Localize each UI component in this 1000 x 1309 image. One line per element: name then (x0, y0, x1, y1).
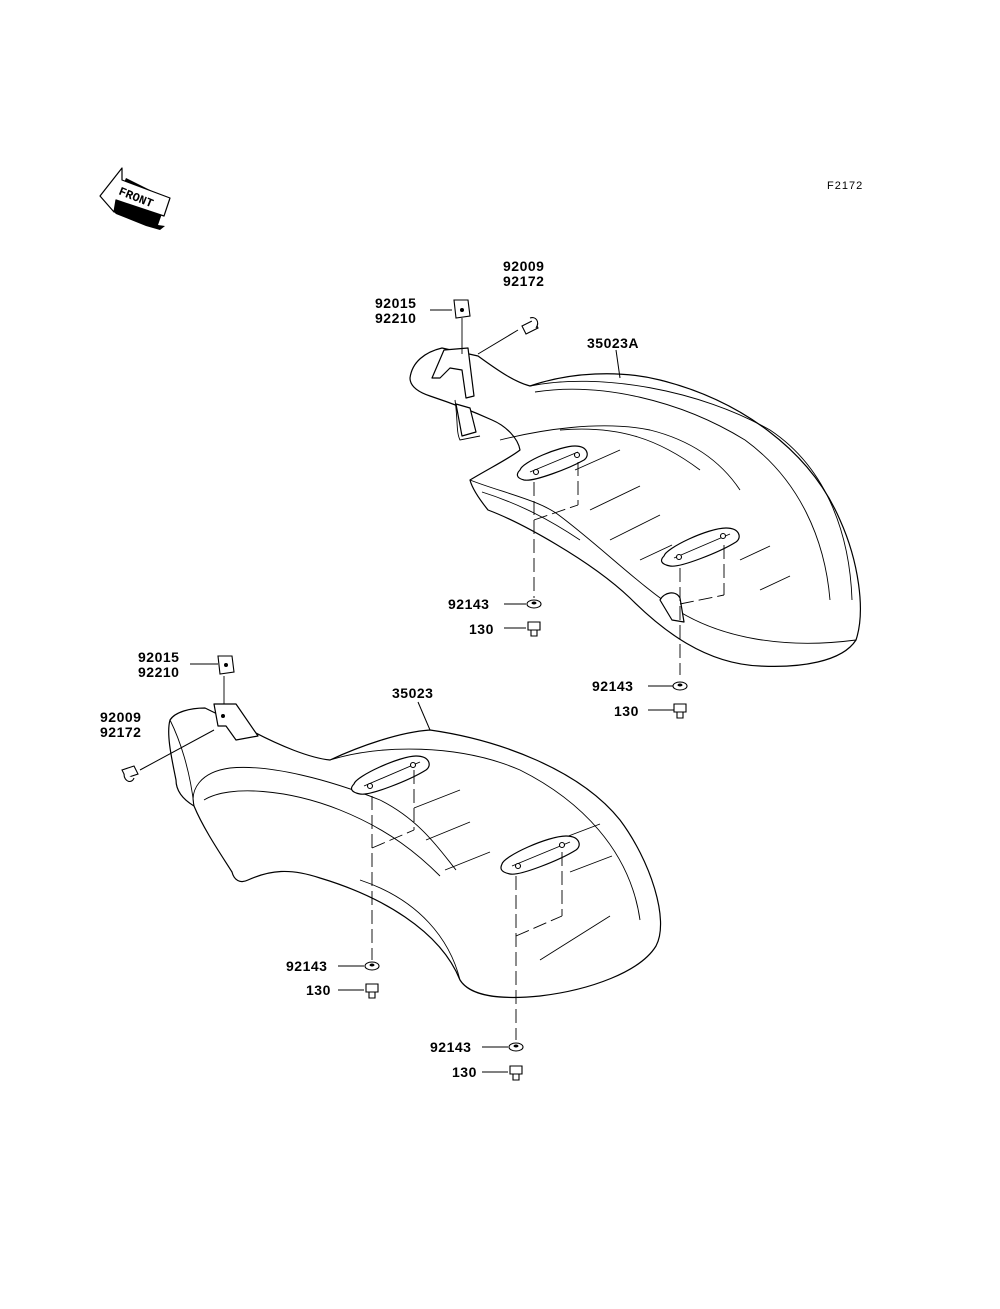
lower-bolt-1-label: 130 (306, 982, 331, 998)
upper-bolt-2-icon (673, 703, 687, 719)
upper-screw-icon (521, 317, 539, 335)
upper-washer-1-label: 92143 (448, 596, 489, 612)
lower-washer-1-icon (364, 961, 380, 971)
lower-washer-1-label: 92143 (286, 958, 327, 974)
lower-screw-label-b: 92172 (100, 724, 141, 740)
lower-bolt-2-label: 130 (452, 1064, 477, 1080)
lower-screw-label-a: 92009 (100, 709, 141, 725)
lower-bolt-1-icon (365, 983, 379, 999)
upper-leaders (430, 309, 674, 711)
lower-bolt-2-icon (509, 1065, 523, 1081)
upper-clip-label-b: 92210 (375, 310, 416, 326)
upper-fender-label: 35023A (587, 335, 639, 351)
front-arrow-icon: FRONT (99, 167, 171, 230)
upper-bolt-1-label: 130 (469, 621, 494, 637)
diagram-code: F2172 (827, 180, 863, 192)
lower-leaders (139, 663, 508, 1073)
upper-screw-label-a: 92009 (503, 258, 544, 274)
upper-screw-label-b: 92172 (503, 273, 544, 289)
upper-washer-1-icon (526, 599, 542, 609)
lower-fender-label: 35023 (392, 685, 433, 701)
upper-fender (409, 318, 861, 675)
lower-screw-icon (121, 765, 139, 783)
upper-washer-2-label: 92143 (592, 678, 633, 694)
lower-washer-2-label: 92143 (430, 1039, 471, 1055)
lower-clip-label-a: 92015 (138, 649, 179, 665)
upper-bolt-2-label: 130 (614, 703, 639, 719)
lower-clip (217, 655, 235, 675)
upper-clip-label-a: 92015 (375, 295, 416, 311)
lower-clip-label-b: 92210 (138, 664, 179, 680)
lower-fender (168, 676, 662, 1040)
lower-washer-2-icon (508, 1042, 524, 1052)
upper-bolt-1-icon (527, 621, 541, 637)
upper-washer-2-icon (672, 681, 688, 691)
upper-clip (453, 299, 471, 319)
